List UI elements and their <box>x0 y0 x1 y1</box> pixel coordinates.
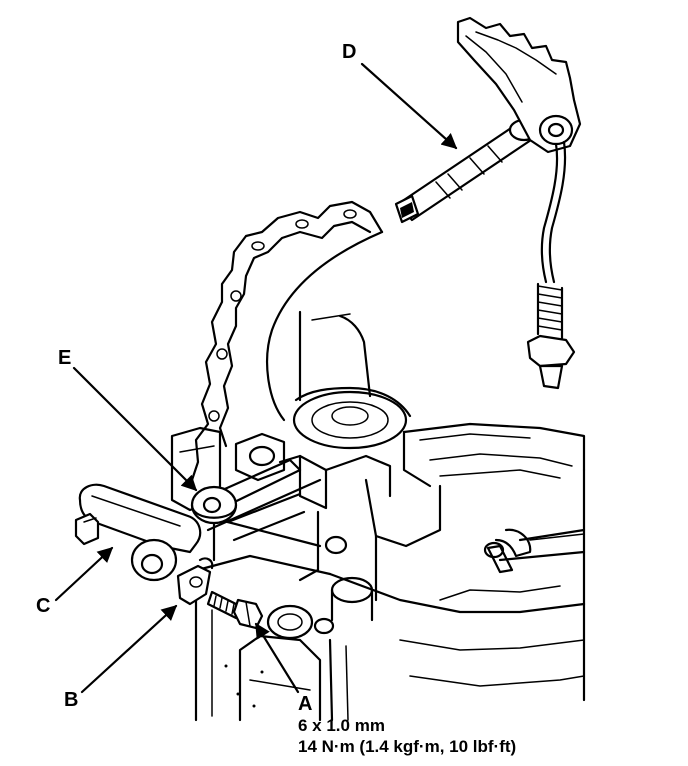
leader-d <box>360 62 458 150</box>
part-a-bolt <box>206 590 264 630</box>
callout-c: C <box>36 595 50 617</box>
callout-b: B <box>64 689 78 711</box>
leader-e <box>72 366 198 492</box>
leader-c <box>54 546 114 602</box>
callout-a: A <box>298 693 312 715</box>
part-d-shift-shaft <box>394 16 582 390</box>
bolt-size-spec: 6 x 1.0 mm <box>298 716 385 735</box>
leader-b <box>80 604 178 694</box>
leader-a <box>254 622 300 694</box>
leader-lines <box>54 62 458 694</box>
callout-e: E <box>58 347 71 369</box>
part-b-bracket <box>176 557 214 606</box>
part-e-washer <box>190 485 238 525</box>
callout-d: D <box>342 41 356 63</box>
part-c-shift-lever <box>74 483 202 582</box>
transmission-housing <box>188 200 586 722</box>
torque-spec: 14 N·m (1.4 kgf·m, 10 lbf·ft) <box>298 737 516 756</box>
